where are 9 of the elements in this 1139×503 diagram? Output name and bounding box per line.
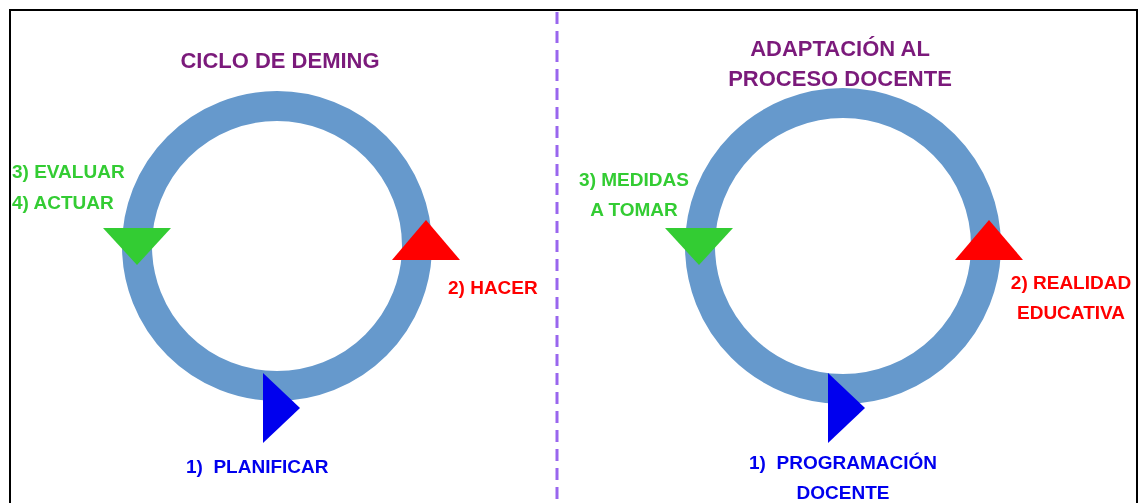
section-label: ADAPTACIÓN AL PROCESO DOCENTE: [727, 35, 953, 93]
step-label: 4) ACTUAR: [12, 191, 115, 215]
step-label: 1) PLANIFICAR: [186, 455, 330, 479]
step-label: 3) MEDIDAS A TOMAR: [578, 168, 690, 222]
step-label: 3) EVALUAR: [12, 160, 126, 184]
step-label: 2) REALIDAD EDUCATIVA: [1009, 271, 1133, 325]
step-label: 1) PROGRAMACIÓN DOCENTE: [748, 451, 938, 503]
section-label: CICLO DE DEMING: [179, 47, 381, 75]
step-label: 2) HACER: [448, 276, 539, 300]
